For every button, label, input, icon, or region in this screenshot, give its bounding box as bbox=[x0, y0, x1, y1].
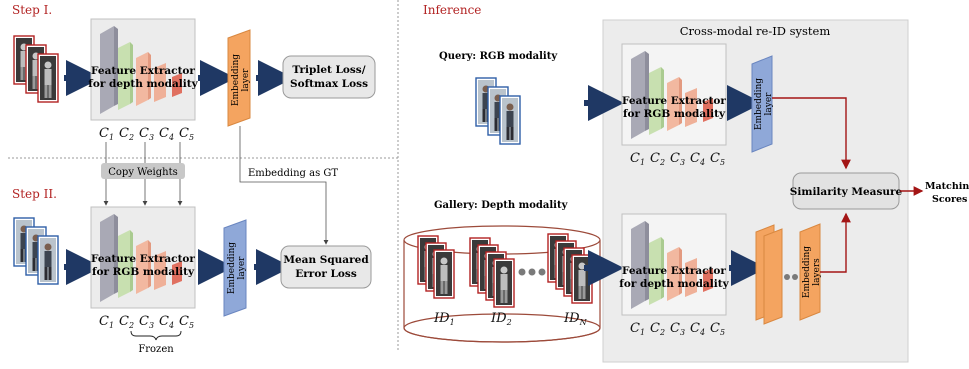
step1-embedding-layer: Embedding layer bbox=[227, 29, 251, 127]
conv-label-c2: C2 bbox=[650, 321, 665, 337]
step2-extractor-label-1: Feature Extractor bbox=[91, 253, 195, 265]
inference-depth-conv-labels: C1 C2 C3 C4 C5 bbox=[630, 321, 725, 337]
step2-feature-extractor: Feature Extractor for RGB modality bbox=[90, 206, 196, 309]
gallery-id-label-2: ID2 bbox=[490, 311, 512, 327]
embedding-gt-connector bbox=[239, 126, 329, 245]
step1-extractor-label-2: for depth modality bbox=[88, 78, 198, 90]
copy-weights-label: Copy Weights bbox=[108, 167, 177, 178]
conv-label-c3: C3 bbox=[670, 321, 685, 337]
inference-rgb-embedding-layer: Embedding layer bbox=[751, 55, 774, 153]
frozen-brace bbox=[130, 330, 182, 341]
step1-embedding-label-1: Embedding bbox=[231, 54, 241, 106]
conv-label-c3: C3 bbox=[139, 314, 154, 330]
step2-embedding-label-1: Embedding bbox=[227, 242, 237, 294]
gallery-id-labels: ID1 ID2 IDN bbox=[433, 311, 588, 327]
inference-title: Inference bbox=[423, 3, 481, 17]
output-label-1: Matching bbox=[925, 181, 969, 192]
conv-label-c1: C1 bbox=[630, 321, 645, 337]
conv-label-c2: C2 bbox=[119, 314, 134, 330]
query-label: Query: RGB modality bbox=[439, 51, 558, 62]
inf-embedding-label-2: layer bbox=[764, 92, 774, 116]
conv-label-c5: C5 bbox=[710, 321, 725, 337]
step2-loss-box: Mean Squared Error Loss bbox=[280, 245, 372, 289]
step2-conv-labels: C1 C2 C3 C4 C5 bbox=[99, 314, 194, 330]
step2-input-stack bbox=[13, 217, 59, 285]
system-title: Cross-modal re-ID system bbox=[680, 24, 831, 38]
inf-depth-extractor-label-2: for depth modality bbox=[619, 278, 729, 290]
step1-title: Step I. bbox=[12, 3, 52, 17]
similarity-measure-box: Similarity Measure bbox=[790, 172, 903, 210]
step1-embedding-label-2: layer bbox=[241, 68, 251, 92]
conv-label-c2: C2 bbox=[650, 151, 665, 167]
step1-input-stack bbox=[13, 35, 59, 103]
step2-loss-line2: Error Loss bbox=[295, 268, 357, 280]
frozen-label: Frozen bbox=[138, 344, 174, 355]
inference-depth-embedding-layers: Embedding layers bbox=[755, 223, 822, 325]
step1-conv-labels: C1 C2 C3 C4 C5 bbox=[99, 126, 194, 142]
conv-label-c3: C3 bbox=[139, 126, 154, 142]
inf-rgb-extractor-label-2: for RGB modality bbox=[623, 108, 726, 120]
conv-label-c4: C4 bbox=[159, 314, 174, 330]
inference-rgb-extractor: Feature Extractor for RGB modality bbox=[621, 43, 727, 146]
query-image-stack bbox=[475, 77, 521, 145]
step1-loss-box: Triplet Loss/ Softmax Loss bbox=[282, 55, 376, 99]
ellipsis-dots-icon bbox=[518, 268, 546, 276]
step1-loss-line1: Triplet Loss/ bbox=[292, 64, 365, 76]
conv-label-c2: C2 bbox=[119, 126, 134, 142]
inference-depth-extractor: Feature Extractor for depth modality bbox=[619, 213, 730, 316]
copy-weights-badge: Copy Weights bbox=[101, 163, 185, 179]
output-label-2: Scores bbox=[932, 194, 967, 205]
conv-label-c4: C4 bbox=[690, 321, 705, 337]
similarity-label: Similarity Measure bbox=[790, 186, 903, 198]
inference-rgb-conv-labels: C1 C2 C3 C4 C5 bbox=[630, 151, 725, 167]
conv-label-c1: C1 bbox=[99, 314, 114, 330]
conv-label-c5: C5 bbox=[179, 314, 194, 330]
conv-label-c4: C4 bbox=[690, 151, 705, 167]
conv-label-c1: C1 bbox=[99, 126, 114, 142]
conv-label-c4: C4 bbox=[159, 126, 174, 142]
inf-embedding-layers-label-2: layers bbox=[812, 258, 822, 286]
step1-extractor-label-1: Feature Extractor bbox=[91, 65, 195, 77]
step2-embedding-label-2: layer bbox=[237, 256, 247, 280]
step2-title: Step II. bbox=[12, 187, 57, 201]
inf-embedding-layers-label-1: Embedding bbox=[802, 246, 812, 298]
embedding-gt-label: Embedding as GT bbox=[248, 168, 338, 179]
conv-label-c3: C3 bbox=[670, 151, 685, 167]
step2-loss-line1: Mean Squared bbox=[283, 254, 369, 266]
step2-embedding-layer: Embedding layer bbox=[223, 219, 247, 317]
conv-label-c5: C5 bbox=[179, 126, 194, 142]
step2-extractor-label-2: for RGB modality bbox=[92, 266, 195, 278]
inf-depth-extractor-label-1: Feature Extractor bbox=[622, 265, 726, 277]
conv-label-c1: C1 bbox=[630, 151, 645, 167]
rgb-to-similarity-connector bbox=[772, 97, 851, 170]
conv-label-c5: C5 bbox=[710, 151, 725, 167]
gallery-id-label-1: ID1 bbox=[433, 311, 455, 327]
depth-to-similarity-connector bbox=[820, 212, 851, 273]
gallery-label: Gallery: Depth modality bbox=[434, 200, 569, 211]
inf-rgb-extractor-label-1: Feature Extractor bbox=[622, 95, 726, 107]
inf-embedding-label-1: Embedding bbox=[754, 78, 764, 130]
step1-loss-line2: Softmax Loss bbox=[290, 78, 368, 90]
step1-feature-extractor: Feature Extractor for depth modality bbox=[88, 18, 199, 121]
gallery-id-label-n: IDN bbox=[563, 311, 588, 327]
